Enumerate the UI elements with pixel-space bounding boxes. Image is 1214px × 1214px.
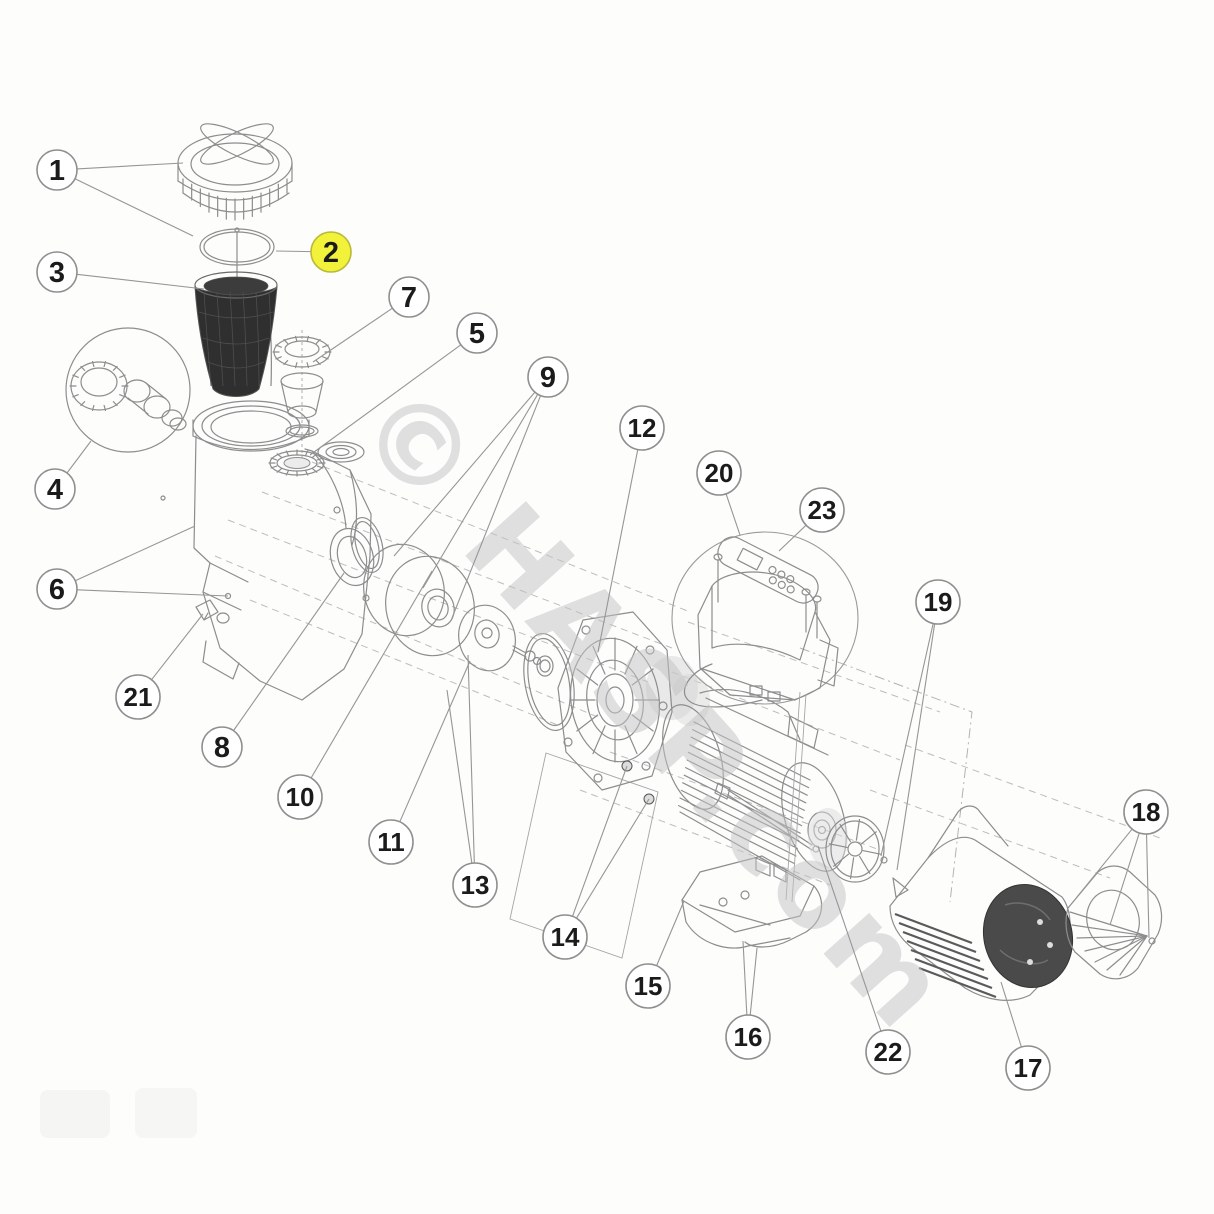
- watermark: © HASP.com: [332, 361, 975, 1055]
- callout-circle-16: [725, 1014, 771, 1060]
- callout-19: 19: [880, 579, 961, 871]
- shaft-shadow-2: [670, 674, 710, 726]
- callout-21: 21: [115, 613, 204, 720]
- callout-number-2: 2: [323, 237, 339, 269]
- basket-mesh: [198, 291, 274, 387]
- drive-body: [697, 585, 831, 701]
- callout-circle-10: [277, 774, 323, 820]
- callout-circle-11: [368, 819, 414, 865]
- callout-11: 11: [368, 660, 471, 865]
- callout-number-12: 12: [628, 413, 657, 443]
- callout-circle-2: [310, 231, 352, 273]
- callout-3: 3: [36, 251, 205, 293]
- callout-number-7: 7: [401, 282, 417, 314]
- fan-cover: [1065, 865, 1163, 980]
- callout-circle-23: [799, 487, 845, 533]
- callout-number-10: 10: [286, 782, 315, 812]
- callout-circle-22: [865, 1029, 911, 1075]
- callout-number-14: 14: [551, 922, 580, 952]
- ghost-plate: [509, 752, 659, 959]
- callout-10: 10: [277, 570, 433, 820]
- scan-artifacts: [40, 1088, 197, 1138]
- callout-number-4: 4: [47, 474, 63, 506]
- callout-16: 16: [725, 940, 771, 1060]
- union-detail-circle: [65, 327, 191, 453]
- callout-number-17: 17: [1014, 1053, 1043, 1083]
- callout-circle-8: [201, 726, 243, 768]
- drive-detail-circle: [671, 531, 859, 903]
- callout-14: 14: [542, 765, 650, 960]
- callout-circle-6: [36, 568, 78, 610]
- fan: [825, 815, 909, 898]
- callout-12: 12: [597, 405, 665, 653]
- callout-number-6: 6: [49, 574, 65, 606]
- callout-circle-18: [1123, 789, 1169, 835]
- callout-circle-15: [625, 963, 671, 1009]
- strainer-basket: [194, 271, 278, 397]
- callout-number-8: 8: [214, 732, 230, 764]
- callout-number-9: 9: [540, 362, 556, 394]
- callout-circle-19: [915, 579, 961, 625]
- callout-18: 18: [1076, 789, 1169, 939]
- callout-9: 9: [393, 356, 569, 619]
- callout-2: 2: [275, 231, 352, 273]
- callout-circle-14: [542, 914, 588, 960]
- callout-8: 8: [201, 572, 345, 768]
- callout-23: 23: [778, 487, 845, 552]
- pump-lid: [177, 123, 293, 221]
- callout-circle-7: [388, 276, 430, 318]
- callout-number-5: 5: [469, 318, 485, 350]
- callout-15: 15: [625, 900, 685, 1009]
- fan-shroud: [889, 805, 1074, 1001]
- callout-circle-3: [36, 251, 78, 293]
- callout-6: 6: [36, 525, 229, 610]
- union-fitting-stack: [272, 330, 332, 460]
- callout-circle-13: [452, 862, 498, 908]
- callout-number-21: 21: [124, 682, 153, 712]
- callout-number-15: 15: [634, 971, 663, 1001]
- conduit-path: [799, 647, 973, 903]
- callout-5: 5: [309, 312, 498, 456]
- drive-wires: [785, 691, 807, 903]
- callout-circle-17: [1005, 1045, 1051, 1091]
- callout-7: 7: [312, 276, 430, 363]
- callout-circle-20: [696, 450, 742, 496]
- callout-number-16: 16: [734, 1022, 763, 1052]
- callout-17: 17: [1000, 981, 1051, 1091]
- callout-number-18: 18: [1132, 797, 1161, 827]
- callout-1: 1: [36, 149, 194, 237]
- callout-circle-4: [34, 468, 76, 510]
- drive-cable: [683, 663, 763, 708]
- seal-plate: [557, 611, 673, 805]
- callout-circle-12: [619, 405, 665, 451]
- callout-number-3: 3: [49, 257, 65, 289]
- callout-number-20: 20: [705, 458, 734, 488]
- callout-circle-21: [115, 674, 161, 720]
- callout-number-19: 19: [924, 587, 953, 617]
- callout-number-23: 23: [808, 495, 837, 525]
- callout-circle-5: [456, 312, 498, 354]
- callout-20: 20: [696, 450, 742, 536]
- drain-plug: [195, 592, 232, 624]
- lid-knurling: [182, 178, 288, 221]
- motor-base: [681, 855, 823, 949]
- callout-number-13: 13: [461, 870, 490, 900]
- callout-number-11: 11: [377, 827, 405, 857]
- drive-screws: [713, 553, 822, 639]
- callout-13: 13: [446, 654, 498, 908]
- callout-circle-1: [36, 149, 78, 191]
- callout-22: 22: [817, 845, 911, 1075]
- callout-circle-9: [527, 356, 569, 398]
- callout-4: 4: [34, 440, 92, 510]
- callout-number-1: 1: [49, 155, 65, 187]
- callout-number-22: 22: [874, 1037, 903, 1067]
